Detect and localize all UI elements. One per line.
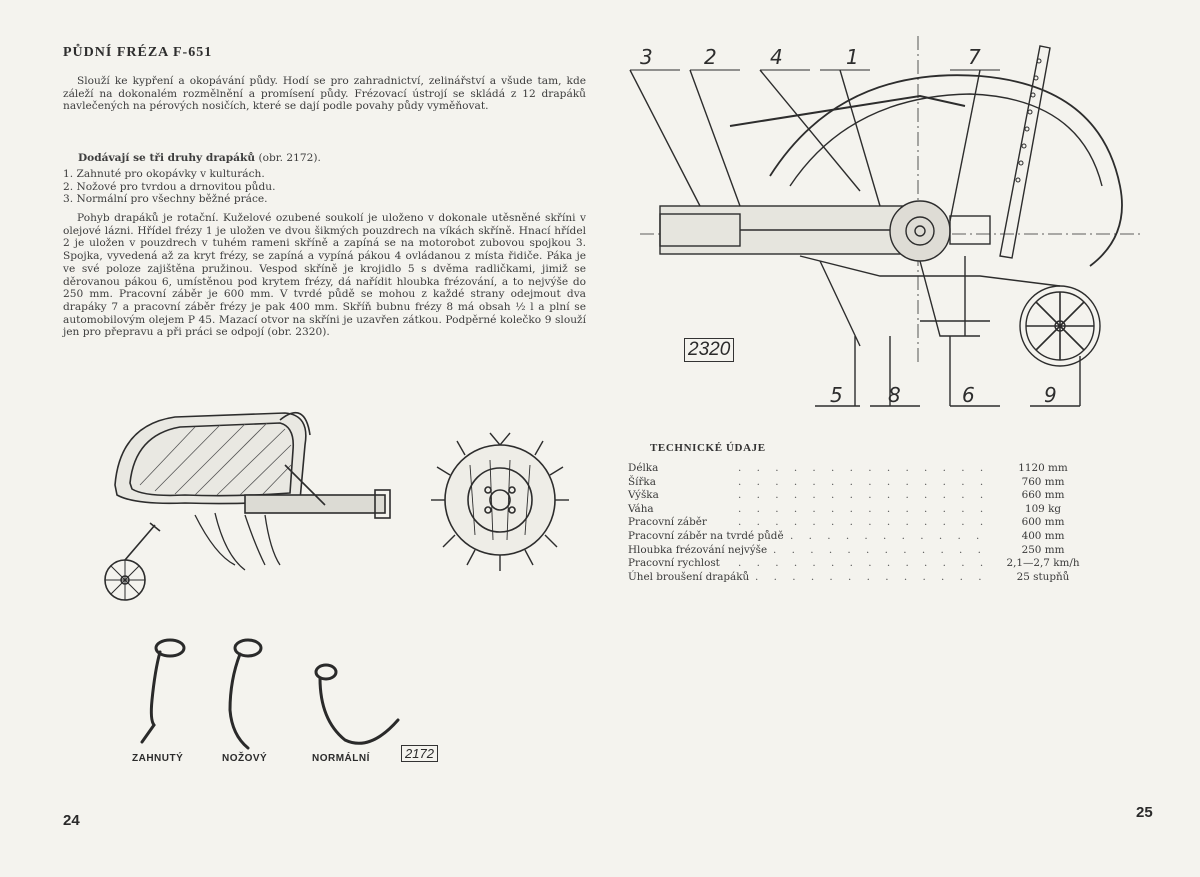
tiller-illustration [104,411,569,601]
tech-label: Pracovní záběr na tvrdé půdě [628,529,784,542]
left-page: PŮDNÍ FRÉZA F-651 Slouží ke kypření a ok… [63,45,586,829]
tech-value: 25 stupňů [1016,570,1070,583]
leader-dots: . . . . . . . . . . . . . . . . . . . . [738,516,988,529]
claw-types-illustration [140,638,400,750]
diagram-number-1: 1 [846,45,859,69]
tech-value: 1120 mm [1018,462,1068,474]
leader-dots: . . . . . . . . . . . . . . . . . . . . [738,489,988,502]
leader-dots: . . . . . . . . . . . . . . . . . . . . [738,557,988,570]
leader-dots: . . . . . . . . . . . . . . . . . . . . [773,543,988,556]
diagram-number-7: 7 [968,45,981,69]
tech-value: 660 mm [1021,489,1065,502]
tech-label: Výška [628,489,659,502]
figure-number-2172: 2172 [401,745,438,762]
page-number-right: 25 [1136,804,1153,821]
technical-data-heading: TECHNICKÉ ÚDAJE [650,442,766,454]
diagram-number-4: 4 [770,45,783,69]
claw-types-heading: Dodávají se tři druhy drapáků (obr. 2172… [78,152,321,164]
page-number-left: 24 [63,812,80,829]
list-item: 1. Zahnuté pro okopávky v kulturách. [63,168,265,180]
tech-label: Hloubka frézování nejvýše [628,543,768,556]
tech-label: Délka [628,462,659,474]
tech-label: Pracovní záběr [628,516,707,529]
tech-value: 760 mm [1021,475,1065,488]
tech-label: Úhel broušení drapáků [628,570,750,583]
tech-value: 2,1—2,7 km/h [1006,557,1080,570]
tech-label: Váha [628,502,654,515]
leader-dots: . . . . . . . . . . . . . . . . . . . . [738,475,988,488]
table-row: Úhel broušení drapáků . . . . . . . . . .… [628,571,1098,585]
claw-label-curved: ZAHNUTÝ [132,753,184,764]
tech-value: 600 mm [1021,516,1065,529]
claw-types-heading-bold: Dodávají se tři druhy drapáků [78,152,256,164]
diagram-number-6: 6 [962,383,975,407]
tech-value: 109 kg [1024,502,1062,515]
diagram-number-9: 9 [1044,383,1057,407]
technical-data-table: Délka . . . . . . . . . . . . . . . . . .… [628,462,1098,584]
diagram-number-3: 3 [640,45,653,69]
table-row: Hloubka frézování nejvýše . . . . . . . .… [628,544,1098,558]
tech-label: Pracovní rychlost [628,557,720,570]
diagram-number-2: 2 [704,45,717,69]
leader-dots: . . . . . . . . . . . . . . . . . . . . [755,570,988,583]
page-title: PŮDNÍ FRÉZA F-651 [63,45,213,60]
list-item: 2. Nožové pro tvrdou a drnovitou půdu. [63,180,276,193]
diagram-number-8: 8 [888,383,901,407]
intro-paragraph: Slouží ke kypření a okopávání půdy. Hodí… [63,75,586,113]
leader-dots: . . . . . . . . . . . . . . . . . . . . [790,529,988,542]
right-page: 3 2 4 1 7 5 8 6 9 2320 TECHNICKÉ ÚDAJE D… [600,0,1200,877]
tech-label: Šířka [628,475,656,488]
table-row: Pracovní záběr na tvrdé půdě . . . . . . … [628,530,1098,544]
table-row: Šířka . . . . . . . . . . . . . . . . . .… [628,476,1098,490]
leader-dots: . . . . . . . . . . . . . . . . . . . . [738,502,988,515]
diagram-number-5: 5 [830,383,843,407]
claw-types-heading-ref: (obr. 2172). [255,152,321,164]
table-row: Výška . . . . . . . . . . . . . . . . . .… [628,489,1098,503]
tiller-cross-section-diagram: 3 2 4 1 7 5 8 6 9 [629,36,1140,407]
leader-dots: . . . . . . . . . . . . . . . . . . . . [738,462,988,474]
table-row: Váha . . . . . . . . . . . . . . . . . . … [628,503,1098,517]
claw-label-normal: NORMÁLNÍ [312,753,370,764]
table-row: Pracovní rychlost . . . . . . . . . . . .… [628,557,1098,571]
tech-value: 250 mm [1021,543,1065,556]
claw-types-list: 1. Zahnuté pro okopávky v kulturách. 2. … [63,168,275,206]
figure-number-2320: 2320 [684,338,735,362]
list-item: 3. Normální pro všechny běžné práce. [63,193,268,206]
claw-label-knife: NOŽOVÝ [222,753,268,764]
description-paragraph: Pohyb drapáků je rotační. Kuželové ozube… [63,212,586,339]
table-row: Délka . . . . . . . . . . . . . . . . . .… [628,462,1098,476]
tech-value: 400 mm [1021,529,1065,542]
table-row: Pracovní záběr . . . . . . . . . . . . . … [628,516,1098,530]
